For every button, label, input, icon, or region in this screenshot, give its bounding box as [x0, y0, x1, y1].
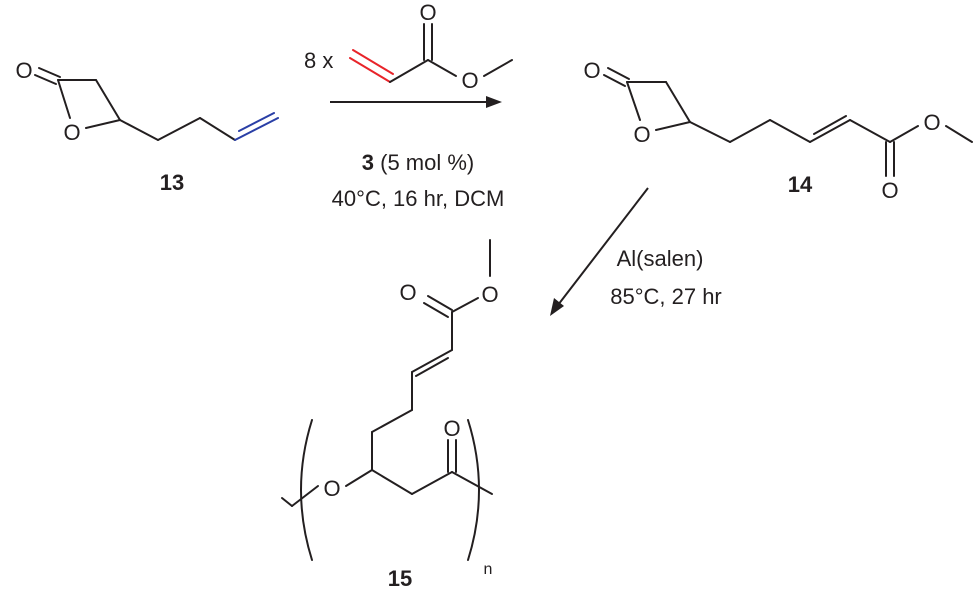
step2-reagent: Al(salen)	[617, 246, 704, 271]
compound-15-structure	[281, 239, 493, 561]
atom-o-ring: O	[63, 120, 80, 145]
compound-14-structure	[603, 67, 973, 177]
catalyst-number: 3	[362, 150, 374, 175]
reaction-arrow-2	[550, 187, 649, 316]
atom-o-acrylate-ester: O	[461, 68, 478, 93]
atom-o-ester-14: O	[923, 110, 940, 135]
repeat-unit-subscript: n	[484, 561, 493, 578]
reaction-arrow-1	[330, 96, 502, 108]
atom-o-carbonyl-14: O	[583, 58, 600, 83]
atom-o-ester-carbonyl-15: O	[399, 280, 416, 305]
methyl-acrylate-structure	[349, 23, 513, 83]
step2-conditions: 85°C, 27 hr	[610, 284, 722, 309]
atom-o-backbone-carbonyl-15: O	[443, 416, 460, 441]
atom-o-carbonyl: O	[15, 58, 32, 83]
compound-label-14: 14	[788, 172, 813, 197]
compound-label-13: 13	[160, 170, 184, 195]
compound-label-15: 15	[388, 566, 412, 589]
atom-o-acrylate-carbonyl: O	[419, 0, 436, 25]
atom-o-ester-15: O	[481, 282, 498, 307]
atom-o-ester-carbonyl-14: O	[881, 178, 898, 203]
catalyst-loading: (5 mol %)	[374, 150, 474, 175]
catalyst-condition: 3 (5 mol %)	[362, 150, 475, 175]
reagent-equivalents: 8 x	[304, 48, 333, 73]
step1-conditions: 40°C, 16 hr, DCM	[332, 186, 505, 211]
atom-o-backbone-15: O	[323, 476, 340, 501]
atom-o-ring-14: O	[633, 122, 650, 147]
compound-13-structure	[34, 67, 279, 141]
